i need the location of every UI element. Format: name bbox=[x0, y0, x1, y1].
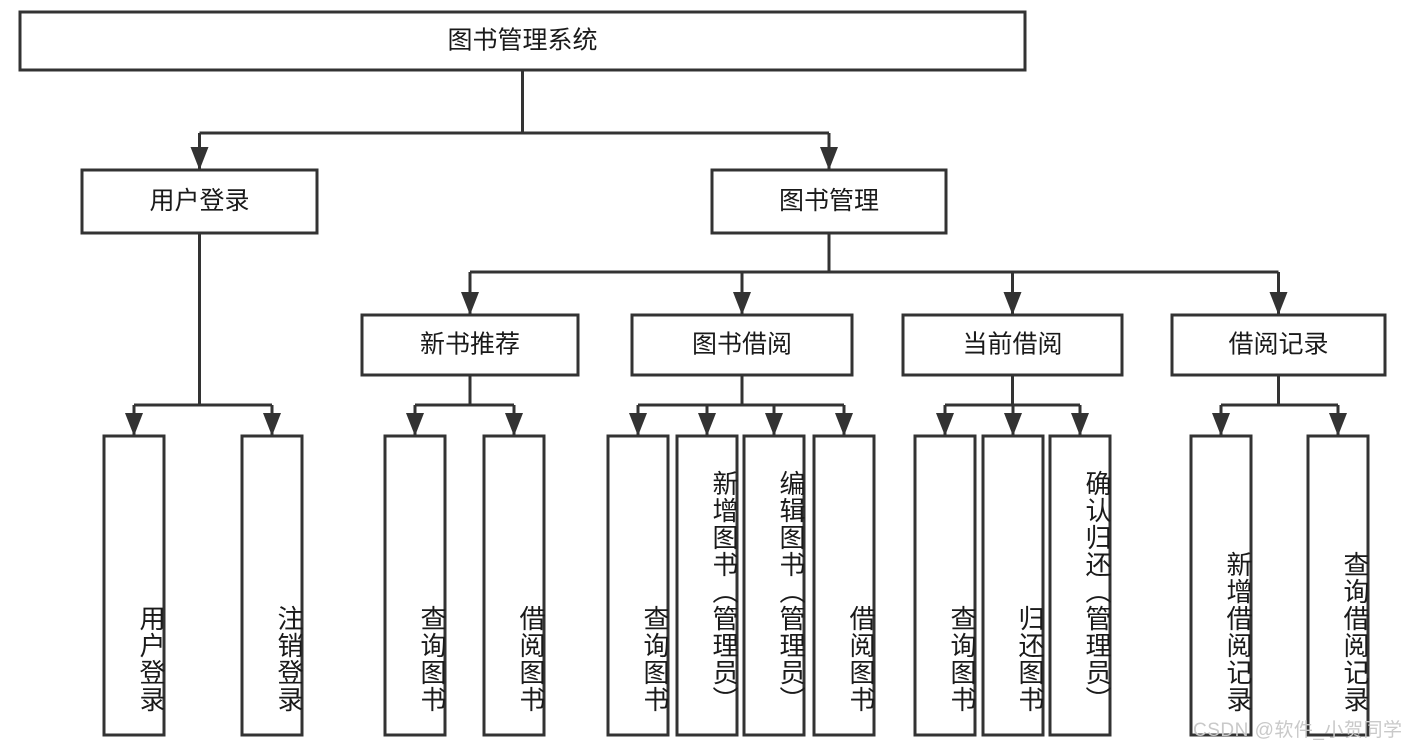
node-box-leaf-edit-book[interactable] bbox=[742, 434, 806, 737]
arrow-head bbox=[461, 292, 479, 315]
node-box-book-borrow[interactable] bbox=[630, 313, 854, 377]
arrow-head bbox=[1004, 413, 1022, 436]
arrow-head bbox=[820, 147, 838, 170]
node-box-leaf-borrow-book-1[interactable] bbox=[482, 434, 546, 737]
node-box-leaf-query-book-1[interactable] bbox=[383, 434, 447, 737]
arrow-head bbox=[733, 292, 751, 315]
node-box-root[interactable] bbox=[18, 10, 1027, 72]
arrow-head bbox=[1212, 413, 1230, 436]
arrow-head bbox=[698, 413, 716, 436]
node-box-leaf-query-book-2[interactable] bbox=[606, 434, 670, 737]
arrow-head bbox=[1269, 292, 1288, 315]
node-box-borrow-record[interactable] bbox=[1170, 313, 1387, 377]
node-label-root: 图书管理系统 bbox=[447, 27, 597, 55]
node-box-new-book-rec[interactable] bbox=[360, 313, 580, 377]
node-label-borrow-record: 借阅记录 bbox=[1228, 331, 1328, 359]
node-box-leaf-user-logout[interactable] bbox=[240, 434, 304, 737]
csdn-watermark: CSDN @软件_小贺同学 bbox=[1193, 720, 1403, 741]
node-box-leaf-add-record[interactable] bbox=[1189, 434, 1253, 737]
arrow-head bbox=[765, 413, 783, 436]
node-box-leaf-query-book-3[interactable] bbox=[913, 434, 977, 737]
arrow-head bbox=[1329, 413, 1347, 436]
arrow-head bbox=[505, 413, 523, 436]
node-box-leaf-confirm-return[interactable] bbox=[1048, 434, 1112, 737]
node-label-book-mgmt: 图书管理 bbox=[779, 187, 879, 215]
node-box-layer bbox=[18, 10, 1387, 737]
node-label-user-login: 用户登录 bbox=[149, 187, 249, 215]
node-box-current-borrow[interactable] bbox=[901, 313, 1124, 377]
node-box-leaf-user-login[interactable] bbox=[102, 434, 166, 737]
node-box-leaf-add-book[interactable] bbox=[675, 434, 739, 737]
node-box-book-mgmt[interactable] bbox=[710, 168, 948, 235]
arrow-head bbox=[406, 413, 424, 436]
node-box-leaf-borrow-book-2[interactable] bbox=[812, 434, 876, 737]
node-box-leaf-return-book[interactable] bbox=[981, 434, 1045, 737]
arrow-head bbox=[1003, 292, 1022, 315]
connector-layer bbox=[125, 70, 1347, 436]
node-box-user-login[interactable] bbox=[80, 168, 319, 235]
arrow-head bbox=[835, 413, 853, 436]
arrow-head bbox=[1071, 413, 1089, 436]
node-box-leaf-query-record[interactable] bbox=[1306, 434, 1370, 737]
arrow-head bbox=[936, 413, 954, 436]
node-label-book-borrow: 图书借阅 bbox=[692, 331, 792, 359]
arrow-head bbox=[629, 413, 647, 436]
arrow-head bbox=[125, 413, 143, 436]
arrow-head bbox=[190, 147, 209, 170]
node-label-new-book-rec: 新书推荐 bbox=[420, 331, 520, 359]
arrow-head bbox=[263, 413, 281, 436]
node-label-current-borrow: 当前借阅 bbox=[962, 331, 1062, 359]
